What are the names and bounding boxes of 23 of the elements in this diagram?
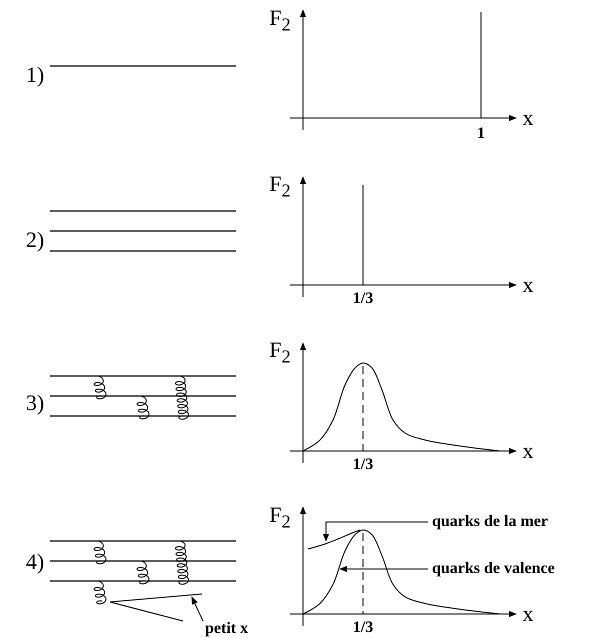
leader-line xyxy=(339,566,428,572)
tick-label: 1/3 xyxy=(352,456,374,474)
callout-text: quarks de la mer xyxy=(432,513,548,531)
axis-label: x xyxy=(522,272,534,298)
quark-pair-lines xyxy=(110,594,202,622)
axis-label: x xyxy=(522,106,534,130)
axis-label: F$_{2}$ xyxy=(269,6,291,34)
tick-label: 1/3 xyxy=(352,290,374,308)
panel-number: 1) xyxy=(26,62,44,88)
axis-label: x xyxy=(522,438,534,464)
panel-number: 2) xyxy=(26,228,44,252)
panel-number: 3) xyxy=(26,390,44,416)
leader-line xyxy=(191,596,204,622)
axis-label: F$_{2}$ xyxy=(269,502,291,532)
tick-label: 1 xyxy=(477,125,485,143)
leader-line xyxy=(322,522,428,542)
axis-label: x xyxy=(522,602,534,626)
axis-label: F$_{2}$ xyxy=(269,338,291,366)
axis-label: F$_{2}$ xyxy=(269,172,291,200)
panel-number: 4) xyxy=(26,550,44,574)
callout-text: petit x xyxy=(205,620,248,638)
callout-text: quarks de valence xyxy=(432,560,555,578)
tick-label: 1/3 xyxy=(352,619,374,637)
